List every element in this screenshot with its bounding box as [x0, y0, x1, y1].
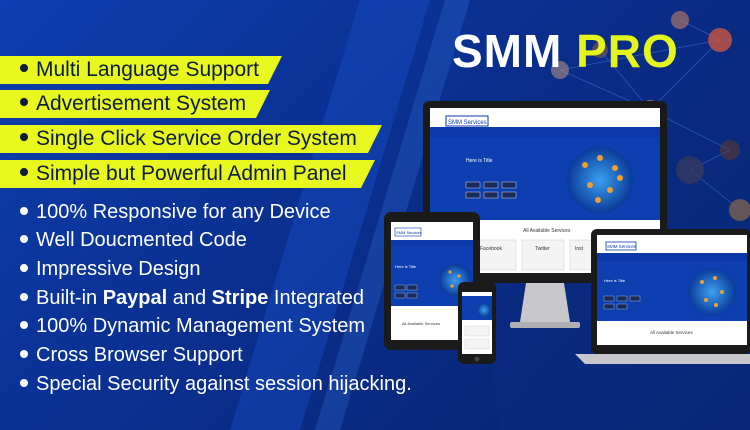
- highlight-feature-2: Advertisement System: [0, 90, 270, 118]
- monitor-card-label: Twitter: [535, 246, 550, 252]
- feature-item-5: 100% Dynamic Management System: [20, 313, 365, 339]
- laptop-section-title: All Available Services: [650, 330, 693, 335]
- feature-item-2: Well Doucmented Code: [20, 227, 247, 253]
- feature-item-7: Special Security against session hijacki…: [20, 371, 412, 397]
- bullet-icon: [20, 98, 28, 106]
- bullet-icon: [20, 64, 28, 72]
- laptop-hero-title: Here is Title: [604, 278, 626, 283]
- laptop-logo-text: SMM Services: [607, 244, 637, 249]
- bullet-icon: [20, 349, 28, 358]
- highlight-feature-3: Single Click Service Order System: [0, 125, 382, 153]
- tablet-section-title: All Available Services: [402, 321, 440, 326]
- bullet-icon: [20, 168, 28, 176]
- bullet-icon: [20, 320, 28, 329]
- feature-item-1: 100% Responsive for any Device: [20, 199, 331, 225]
- bullet-icon: [20, 292, 28, 301]
- monitor-logo-text: SMM Services: [448, 120, 487, 126]
- bullet-icon: [20, 133, 28, 141]
- feature-item-3: Impressive Design: [20, 256, 201, 282]
- bullet-icon: [20, 234, 28, 243]
- laptop-mockup: SMM Services Here is Title All Available…: [575, 229, 750, 364]
- phone-mockup: [458, 282, 496, 364]
- tablet-logo-text: SMM Services: [396, 230, 422, 235]
- highlight-feature-1: Multi Language Support: [0, 56, 282, 84]
- bullet-icon: [20, 378, 28, 387]
- monitor-card-label: Facebook: [480, 246, 502, 252]
- bullet-icon: [20, 263, 28, 272]
- bullet-icon: [20, 206, 28, 215]
- monitor-section-title: All Available Services: [523, 228, 571, 234]
- product-title: SMM PRO: [452, 24, 679, 78]
- tablet-hero-title: Here is Title: [395, 264, 417, 269]
- monitor-card-label: Inst: [575, 246, 584, 252]
- feature-item-6: Cross Browser Support: [20, 342, 243, 368]
- monitor-hero-title: Here is Title: [466, 158, 493, 164]
- title-part-2: PRO: [576, 25, 679, 77]
- title-part-1: SMM: [452, 25, 563, 77]
- feature-item-4: Built-in Paypal and Stripe Integrated: [20, 285, 364, 311]
- highlight-feature-4: Simple but Powerful Admin Panel: [0, 160, 375, 188]
